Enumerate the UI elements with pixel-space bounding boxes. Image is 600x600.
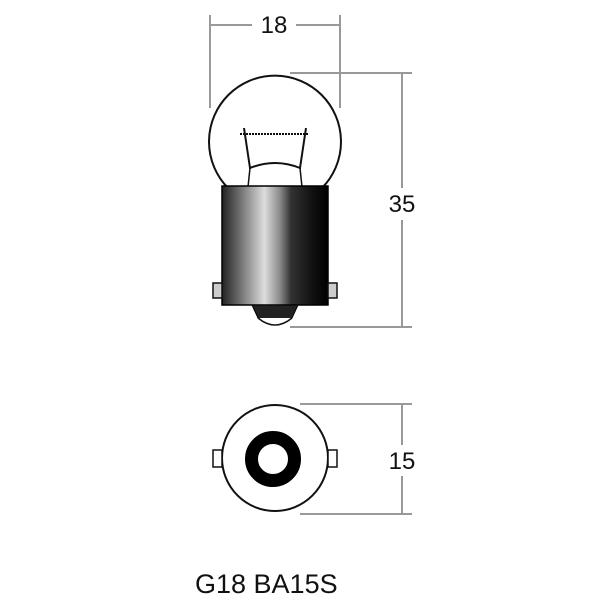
- width-label: 18: [261, 12, 288, 39]
- width-dimension: [209, 15, 341, 108]
- base-bottom-view: [212, 404, 338, 512]
- bulb-side-view: [208, 74, 342, 326]
- base-diameter-dimension: [300, 403, 412, 515]
- base-diameter-label: 15: [389, 448, 416, 475]
- bulb-type-title: G18 BA15S: [195, 569, 338, 599]
- height-dimension: [290, 72, 412, 328]
- height-label: 35: [389, 191, 416, 218]
